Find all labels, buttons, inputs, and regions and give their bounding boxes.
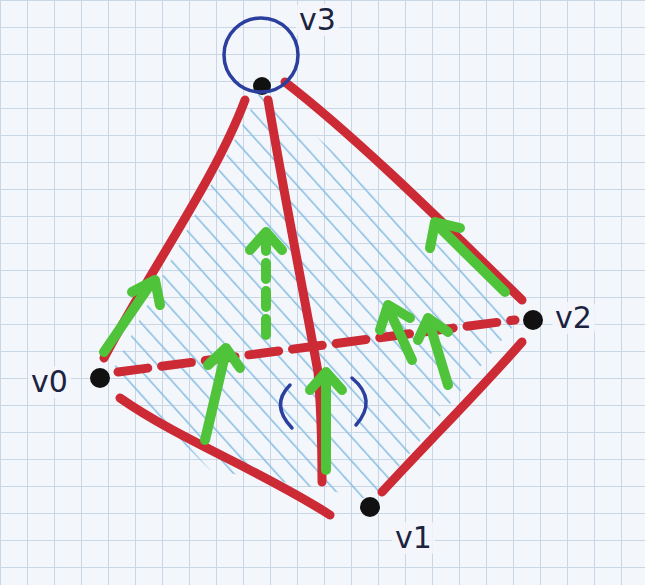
- vertex-label: v2: [552, 302, 595, 334]
- flow-arrow: [418, 318, 448, 340]
- flow-arrow: [440, 228, 505, 292]
- edge-line: [104, 100, 245, 358]
- vertex-dot: [90, 368, 110, 388]
- hidden-edge: [118, 320, 515, 372]
- vertex-label: v0: [28, 366, 71, 398]
- edge-line: [285, 82, 522, 300]
- flow-arrow: [208, 348, 240, 368]
- edge-line: [120, 398, 330, 515]
- flow-arrow: [132, 280, 160, 305]
- flow-arrow: [310, 372, 342, 390]
- flow-arrow: [250, 232, 282, 250]
- angle-bracket: [280, 385, 292, 428]
- flow-arrow: [430, 222, 460, 248]
- vertex-dot: [360, 497, 380, 517]
- angle-bracket: [352, 378, 366, 425]
- edge-line: [382, 342, 522, 492]
- face-hatch: [262, 88, 520, 500]
- vertex-dot: [523, 310, 543, 330]
- vertex-label: v3: [296, 4, 339, 36]
- vertex-label: v1: [392, 522, 435, 554]
- flow-arrow: [261, 238, 271, 335]
- edge-line: [268, 100, 322, 482]
- flow-arrow: [380, 305, 410, 330]
- vertex-circle: [224, 18, 298, 92]
- flow-arrow: [321, 380, 331, 470]
- flow-arrow: [104, 285, 150, 352]
